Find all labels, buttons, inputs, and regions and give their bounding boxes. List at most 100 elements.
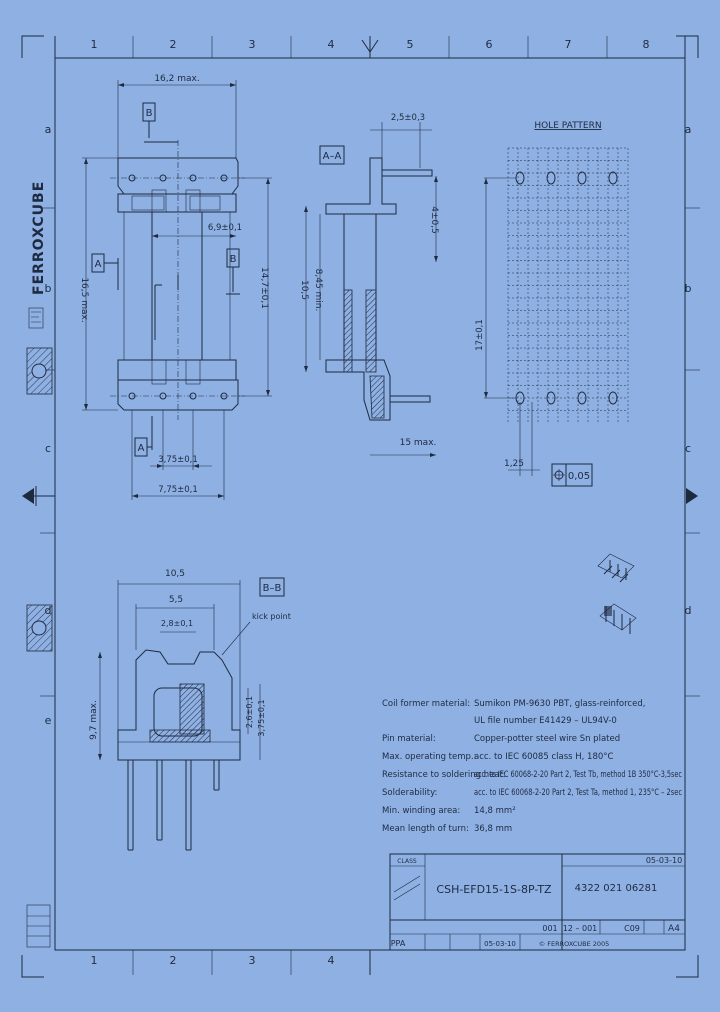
title-class-header: CLASS	[397, 858, 417, 865]
dim-hole-vertical: 17±0,1	[475, 319, 485, 350]
copyright: © FERROXCUBE 2005	[539, 940, 610, 948]
col-label: 1	[91, 954, 98, 967]
spec-value: Sumikon PM-9630 PBT, glass-reinforced,	[474, 699, 645, 709]
section-aa-label-box	[319, 145, 345, 165]
col-label: 4	[328, 954, 335, 967]
col-label: 6	[486, 38, 493, 51]
spec-value: UL file number E41429 – UL94V-0	[474, 716, 617, 726]
spec-label: Min. winding area:	[382, 806, 460, 816]
spec-value: Copper-potter steel wire Sn plated	[474, 734, 620, 744]
dim-bb-375: 3,75±0,1	[257, 699, 266, 736]
dim-aa-inner: 8,45 min.	[313, 269, 323, 312]
col-label: 2	[170, 954, 177, 967]
spec-value: acc. to IEC 60085 class H, 180°C	[474, 752, 614, 762]
dim-bb-26: 2,6±0,1	[245, 696, 254, 728]
column-labels: 1 2 3 4 5 6 7 8 1 2 3 4	[91, 38, 650, 967]
ferroxcube-logo: FERROXCUBE	[28, 181, 47, 329]
date-top: 05-03-10	[646, 856, 682, 865]
revision-box	[26, 904, 51, 948]
code-value: C09	[624, 924, 640, 933]
title-block: CLASS CSH-EFD15-1S-8P-TZ 4322 021 06281 …	[389, 853, 686, 951]
section-bb-label-box	[259, 577, 285, 597]
kick-point-note: kick point	[252, 612, 291, 621]
section-marker-b-label: B	[146, 108, 153, 119]
part-number: 4322 021 06281	[575, 883, 658, 894]
spec-label: Pin material:	[382, 734, 436, 744]
row-label: b	[685, 282, 692, 295]
dim-pin-pitch: 6,9±0,1	[208, 223, 242, 233]
dim-7-75: 7,75±0,1	[158, 485, 198, 495]
pin-hole	[515, 171, 525, 185]
section-aa-view: A–A 2,5±0,3 4±0,5 10,5 8,45 min. 15 max.	[299, 113, 439, 457]
spec-label: Resistance to soldering heat:	[382, 770, 506, 780]
logo-mark-icon	[28, 307, 44, 329]
col-label: 8	[643, 38, 650, 51]
spec-value: 36,8 mm	[474, 824, 512, 834]
col-label: 3	[249, 954, 256, 967]
dim-hole-pitch: 1,25	[504, 459, 524, 469]
dim-bb-28: 2,8±0,1	[161, 619, 193, 628]
spec-label: Solderability:	[382, 788, 437, 798]
col-label: 4	[328, 38, 335, 51]
dim-3-75: 3,75±0,1	[158, 455, 198, 465]
sheet-number: 001	[542, 924, 557, 933]
bottom-left-code: PPA	[391, 939, 406, 948]
pin-hole	[577, 391, 587, 405]
dim-aa-top: 2,5±0,3	[391, 113, 425, 123]
top-view: 16,2 max. B A B 6,9±0,1 14,7±0,1 16,5 ma…	[79, 74, 272, 500]
section-aa-label: A–A	[323, 151, 342, 162]
pin-hole	[608, 171, 618, 185]
part-name: CSH-EFD15-1S-8P-TZ	[436, 883, 552, 896]
dim-aa-right: 4±0,5	[429, 206, 439, 234]
dim-height: 16,5 max.	[79, 277, 89, 322]
row-label: a	[45, 123, 52, 136]
position-tolerance-icon	[553, 469, 565, 481]
drawing-frame	[21, 35, 700, 978]
spec-value: 14,8 mm²	[474, 806, 516, 816]
dim-bb-height: 9,7 max.	[89, 700, 99, 740]
tolerance-frame	[551, 463, 593, 487]
scale-value: 12 – 001	[563, 924, 598, 933]
hole-grid	[507, 147, 629, 422]
col-label: 5	[407, 38, 414, 51]
row-label: c	[685, 442, 691, 455]
row-label: e	[45, 714, 52, 727]
hole-pattern-view: HOLE PATTERN 17±0,1 1,25 0,05	[475, 121, 629, 487]
svg-text:FERROXCUBE: FERROXCUBE	[31, 181, 47, 295]
pin-hole	[608, 391, 618, 405]
section-bb-view: B–B kick point 10,5 5,5 2,8±0,1 9,7 max.…	[89, 569, 291, 851]
bottom-date: 05-03-10	[484, 940, 516, 948]
spec-label: Max. operating temp.:	[382, 752, 477, 762]
dim-width: 16,2 max.	[154, 74, 199, 84]
size-value: A4	[668, 924, 680, 934]
isometric-sketch	[597, 553, 637, 634]
col-label: 7	[565, 38, 572, 51]
col-label: 2	[170, 38, 177, 51]
projection-symbol-icon	[26, 604, 53, 652]
row-label: c	[45, 442, 51, 455]
section-marker-b-right-label: B	[230, 254, 237, 265]
spec-label: Mean length of turn:	[382, 824, 469, 834]
col-label: 1	[91, 38, 98, 51]
hole-pattern-title: HOLE PATTERN	[534, 121, 601, 131]
dim-aa-len: 10,5	[299, 280, 309, 300]
row-label: b	[45, 282, 52, 295]
dim-bb-55: 5,5	[169, 595, 183, 605]
projection-symbol-icon	[26, 347, 53, 395]
spec-label: Coil former material:	[382, 699, 470, 709]
spec-value: acc. to IEC 60068-2-20 Part 2, Test Tb, …	[474, 770, 682, 780]
spec-value: acc. to IEC 60068-2-20 Part 2, Test Ta, …	[474, 788, 682, 798]
col-label: 3	[249, 38, 256, 51]
spec-table: Coil former material: Sumikon PM-9630 PB…	[382, 699, 682, 834]
dim-length: 14,7±0,1	[259, 267, 269, 309]
dim-aa-bottom: 15 max.	[400, 438, 437, 448]
row-label: d	[685, 604, 692, 617]
pin-hole	[546, 391, 556, 405]
dim-bb-105: 10,5	[165, 569, 185, 579]
pin-hole	[546, 171, 556, 185]
section-marker-a-left-label: A	[95, 259, 102, 270]
tolerance-value: 0,05	[568, 471, 590, 482]
pin-hole	[577, 171, 587, 185]
row-label: a	[685, 123, 692, 136]
